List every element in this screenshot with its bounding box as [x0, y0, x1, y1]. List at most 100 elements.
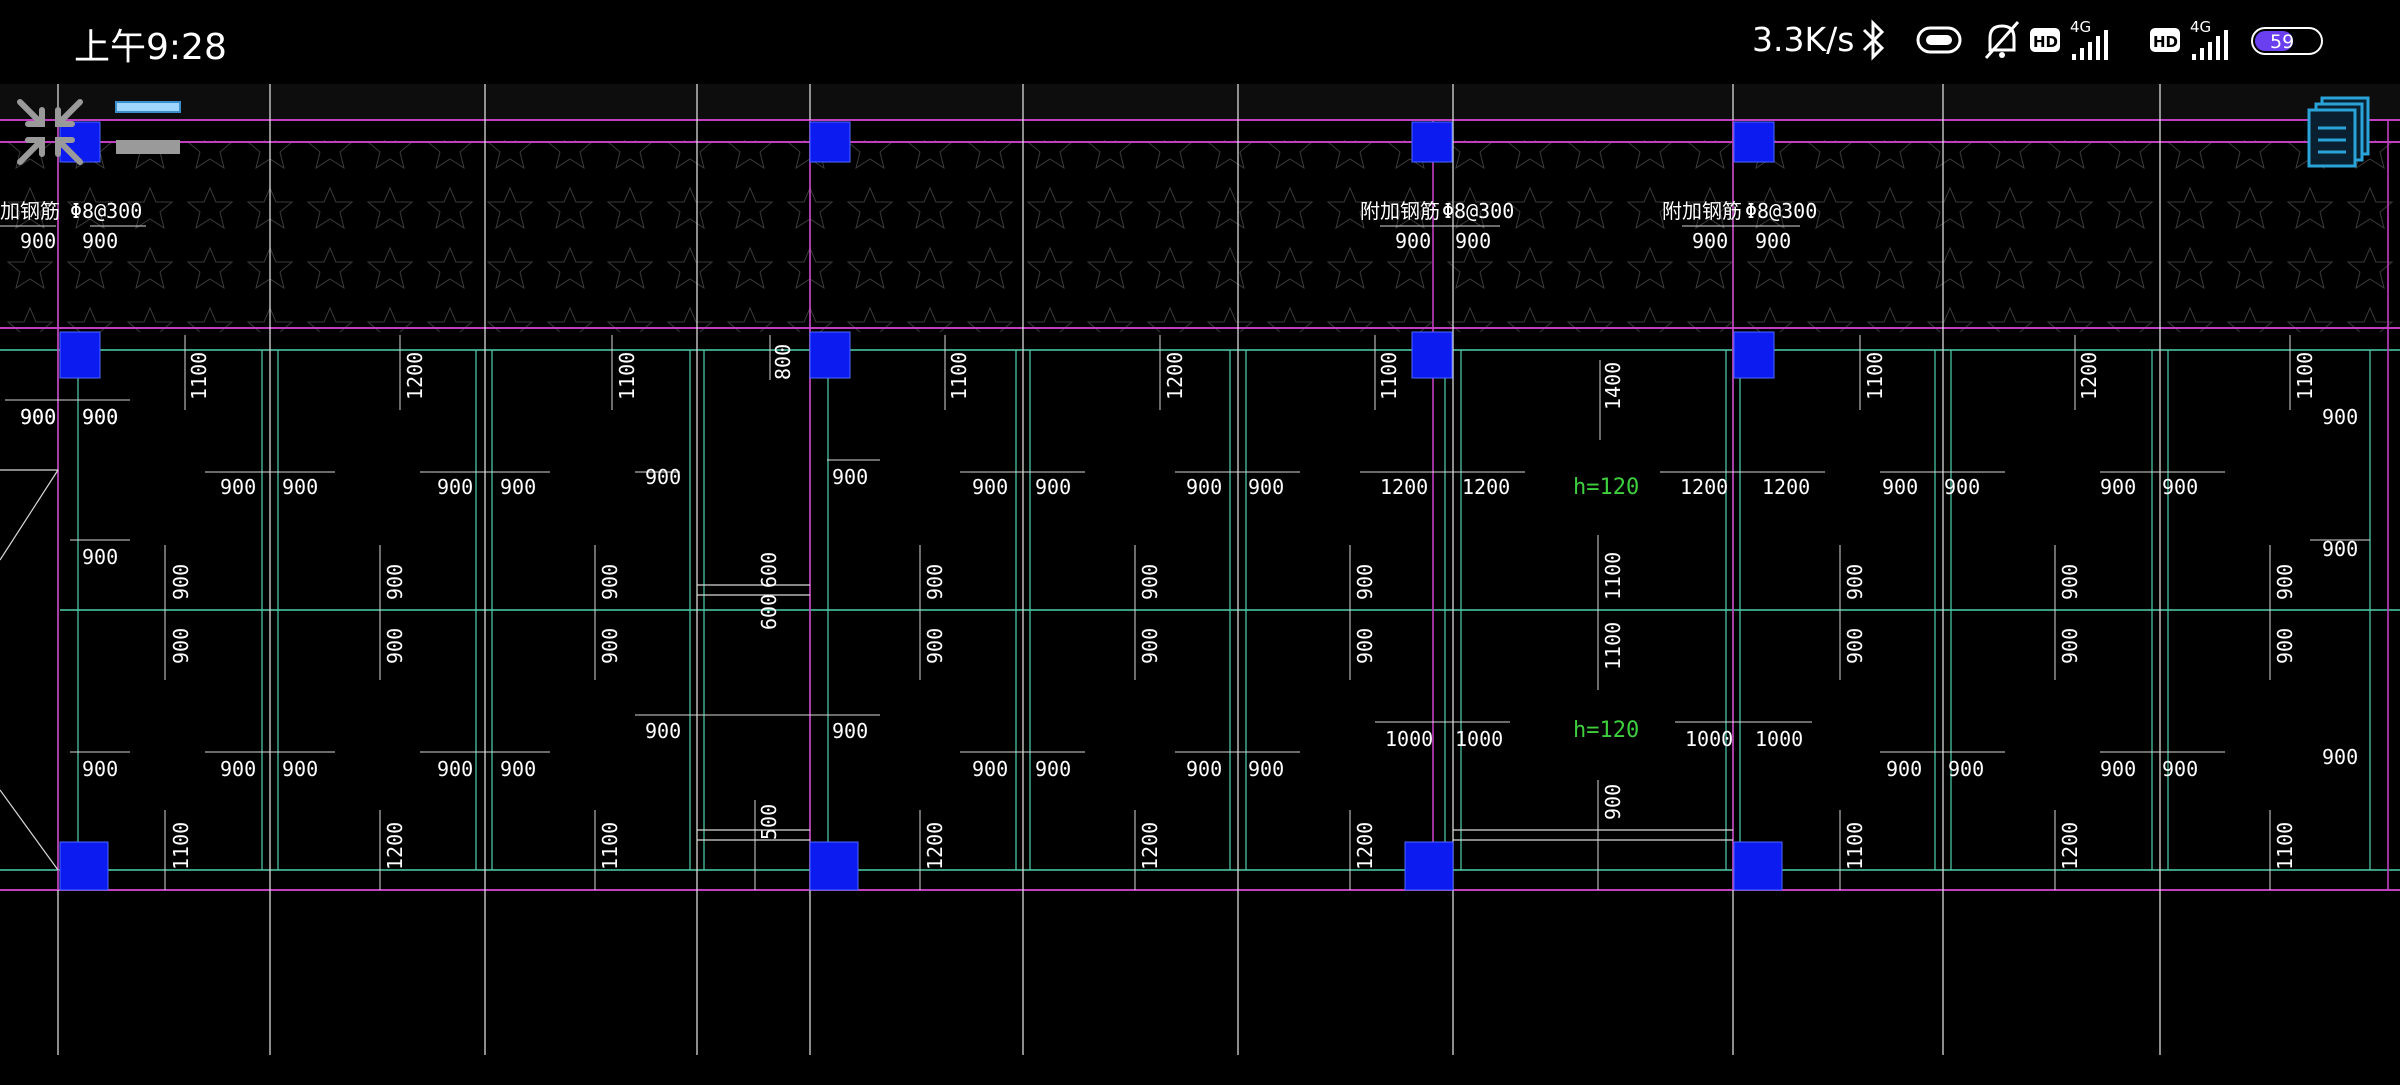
svg-text:1000: 1000: [1755, 727, 1803, 751]
svg-text:1200: 1200: [1353, 822, 1377, 870]
svg-text:900: 900: [2058, 564, 2082, 600]
column: [1411, 121, 1453, 163]
svg-text:900: 900: [500, 475, 536, 499]
svg-text:900: 900: [1755, 229, 1791, 253]
row-d-dimensions: 900 900 900 900 900 900 1100 900 900 900: [169, 622, 2297, 670]
column: [1404, 841, 1454, 891]
svg-text:900: 900: [2162, 475, 2198, 499]
svg-text:900: 900: [1601, 784, 1625, 820]
svg-text:900: 900: [923, 564, 947, 600]
menu-button[interactable]: [114, 100, 184, 160]
svg-text:900: 900: [82, 405, 118, 429]
svg-text:900: 900: [1138, 628, 1162, 664]
svg-text:900: 900: [437, 475, 473, 499]
svg-text:1100: 1100: [187, 352, 211, 400]
svg-text:900: 900: [2058, 628, 2082, 664]
column: [809, 331, 851, 379]
svg-text:900: 900: [82, 545, 118, 569]
svg-text:1100: 1100: [1863, 352, 1887, 400]
svg-text:900: 900: [645, 719, 681, 743]
svg-text:900: 900: [2322, 537, 2358, 561]
layers-button[interactable]: [2306, 96, 2372, 168]
svg-text:900: 900: [1882, 475, 1918, 499]
column: [59, 331, 101, 379]
svg-text:4G: 4G: [2070, 18, 2091, 36]
svg-text:600: 600: [757, 552, 781, 588]
svg-text:900: 900: [1186, 475, 1222, 499]
svg-text:900: 900: [1948, 757, 1984, 781]
svg-text:900: 900: [1353, 628, 1377, 664]
row-b-dimensions: 900 900 900 900 900 900 900 900 900 900 …: [20, 405, 2358, 569]
svg-text:900: 900: [20, 229, 56, 253]
svg-text:900: 900: [282, 475, 318, 499]
column: [1733, 121, 1775, 163]
svg-text:1200: 1200: [383, 822, 407, 870]
svg-text:4G: 4G: [2190, 18, 2211, 36]
svg-text:900: 900: [1186, 757, 1222, 781]
vertical-beam-lines: [57, 120, 2389, 890]
svg-text:900: 900: [832, 719, 868, 743]
svg-text:900: 900: [437, 757, 473, 781]
svg-text:500: 500: [757, 804, 781, 840]
slab-height-label: h=120: [1573, 718, 1639, 743]
svg-text:900: 900: [1843, 564, 1867, 600]
svg-text:900: 900: [169, 564, 193, 600]
svg-text:1100: 1100: [1377, 352, 1401, 400]
column: [809, 121, 851, 163]
status-icons: HD 4G HD 4G 59: [1862, 18, 2323, 61]
status-time: 上午9:28: [74, 27, 227, 68]
svg-text:1200: 1200: [1462, 475, 1510, 499]
hd-icon-2: HD: [2150, 28, 2180, 52]
mid-small-dimensions: 600 600 900 900 900 900 900 900 900: [20, 405, 2358, 781]
dimension-brackets: [0, 225, 2370, 890]
svg-text:800: 800: [771, 344, 795, 380]
svg-text:1200: 1200: [403, 352, 427, 400]
slab-height-label: h=120: [1573, 475, 1639, 500]
svg-text:附加钢筋: 附加钢筋: [1662, 199, 1742, 223]
svg-text:1200: 1200: [2077, 352, 2101, 400]
svg-text:900: 900: [2100, 757, 2136, 781]
top-strip-dimensions: 900 900 900 900 900 900: [20, 229, 1791, 253]
svg-text:900: 900: [169, 628, 193, 664]
svg-text:1100: 1100: [1601, 552, 1625, 600]
svg-text:900: 900: [1035, 475, 1071, 499]
svg-text:900: 900: [82, 405, 118, 429]
svg-text:900: 900: [923, 628, 947, 664]
svg-text:900: 900: [598, 628, 622, 664]
svg-text:1000: 1000: [1385, 727, 1433, 751]
svg-text:1200: 1200: [1380, 475, 1428, 499]
signal-4g-icon: 4G: [2070, 18, 2108, 60]
svg-text:1100: 1100: [615, 352, 639, 400]
row-e-dimensions: 900 900 900 900 900 900 900 900 900 900 …: [220, 727, 2198, 781]
cad-canvas[interactable]: 加钢筋 Φ8@300 附加钢筋 Φ8@300 附加钢筋 Φ8@300 900 9…: [0, 80, 2400, 1080]
svg-text:1400: 1400: [1601, 362, 1625, 410]
svg-text:900: 900: [1692, 229, 1728, 253]
column: [59, 841, 109, 891]
svg-text:1200: 1200: [1138, 822, 1162, 870]
svg-text:Φ8@300: Φ8@300: [70, 199, 142, 223]
column: [1733, 841, 1783, 891]
svg-text:600: 600: [757, 594, 781, 630]
vibrate-icon: [1916, 26, 1962, 54]
svg-text:900: 900: [82, 757, 118, 781]
svg-text:900: 900: [598, 564, 622, 600]
svg-text:900: 900: [82, 229, 118, 253]
svg-text:900: 900: [832, 465, 868, 489]
svg-text:1100: 1100: [947, 352, 971, 400]
collapse-button[interactable]: [14, 96, 86, 168]
svg-text:900: 900: [20, 405, 56, 429]
bluetooth-icon: [1862, 19, 1885, 61]
collapse-arrows-icon: [17, 99, 83, 165]
svg-text:59: 59: [2270, 31, 2294, 53]
svg-text:900: 900: [282, 757, 318, 781]
svg-text:Φ8@300: Φ8@300: [1442, 199, 1514, 223]
battery-icon: 59: [2251, 27, 2323, 55]
svg-text:1100: 1100: [2293, 352, 2317, 400]
svg-text:加钢筋: 加钢筋: [0, 199, 60, 223]
svg-text:1200: 1200: [2058, 822, 2082, 870]
svg-text:900: 900: [1395, 229, 1431, 253]
svg-text:Φ8@300: Φ8@300: [1745, 199, 1817, 223]
svg-text:1200: 1200: [923, 822, 947, 870]
cad-drawing[interactable]: 加钢筋 Φ8@300 附加钢筋 Φ8@300 附加钢筋 Φ8@300 900 9…: [0, 80, 2400, 1080]
svg-text:1200: 1200: [1163, 352, 1187, 400]
